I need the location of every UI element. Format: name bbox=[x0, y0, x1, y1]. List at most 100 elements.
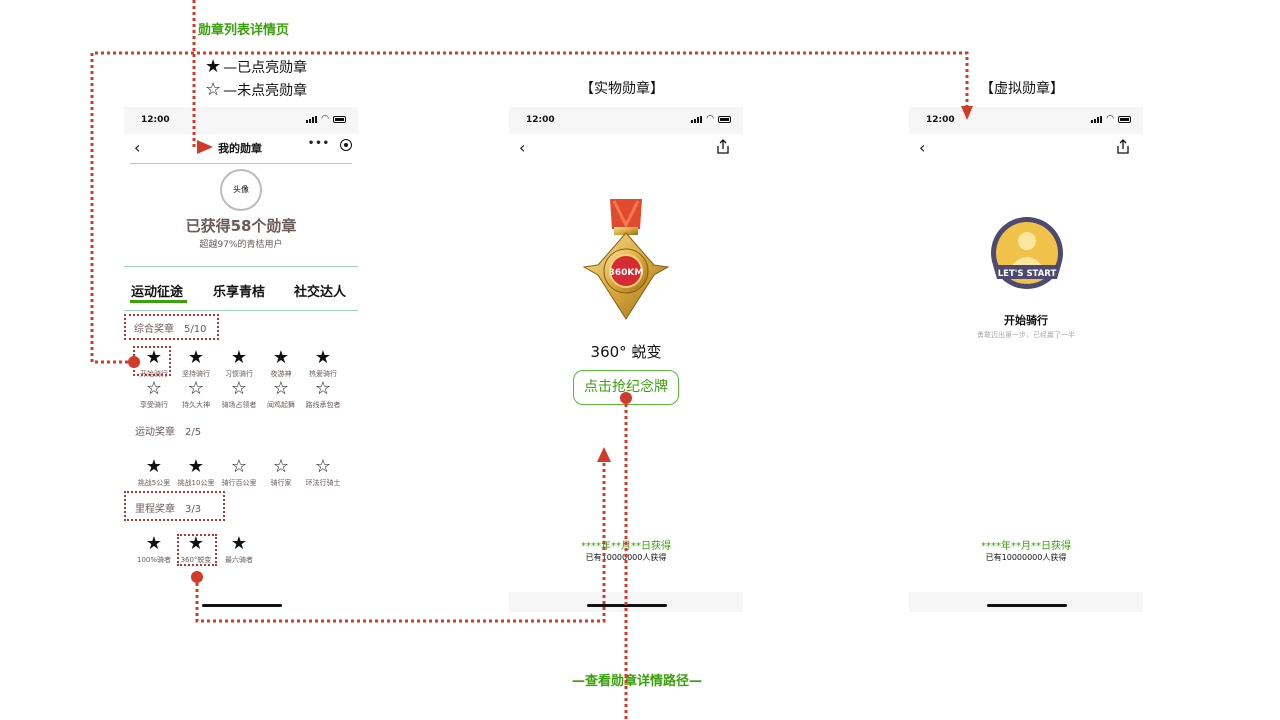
rank-text: 超越97%的青桔用户 bbox=[199, 240, 283, 250]
filled-star-icon: ★ bbox=[314, 347, 332, 368]
earned-count: 已有10000000人获得 bbox=[585, 553, 667, 562]
filled-star-icon: ★ bbox=[230, 533, 248, 554]
legend-unlit: ☆—未点亮勋章 bbox=[205, 79, 307, 100]
group-label-mileage: 里程奖章 3/3 bbox=[135, 504, 202, 515]
legend-lit-text: —已点亮勋章 bbox=[223, 60, 308, 76]
home-indicator bbox=[202, 604, 282, 607]
badge-item[interactable]: ★挑战5公里 bbox=[132, 458, 176, 488]
outline-star-icon: ☆ bbox=[314, 378, 332, 399]
badge-item[interactable]: ☆路线承包者 bbox=[301, 380, 345, 410]
badge-text: LET'S START bbox=[998, 269, 1057, 279]
claim-medal-button[interactable]: 点击抢纪念牌 bbox=[573, 370, 679, 405]
footer-bar bbox=[509, 592, 743, 612]
badge-name: 挑战5公里 bbox=[137, 479, 171, 487]
outline-star-icon: ☆ bbox=[272, 378, 290, 399]
medal-name: 360° 蜕变 bbox=[590, 343, 662, 361]
status-time: 12:00 bbox=[926, 115, 955, 125]
physical-medal-label: 【实物勋章】 bbox=[580, 81, 664, 97]
wifi-icon: ◠ bbox=[706, 114, 714, 124]
share-icon[interactable] bbox=[1115, 139, 1131, 159]
earned-date: ****年**月**日获得 bbox=[581, 541, 671, 552]
wifi-icon: ◠ bbox=[321, 114, 329, 124]
status-bar: 12:00 ◠ bbox=[124, 107, 358, 134]
badge-name: 享受骑行 bbox=[140, 401, 168, 409]
badge-name: 骑行家 bbox=[270, 479, 292, 487]
detail-path-label: —查看勋章详情路径— bbox=[572, 674, 703, 689]
highlight-mileage-group bbox=[124, 491, 225, 521]
badge-item[interactable]: ★夜游神 bbox=[259, 349, 303, 379]
group-label-sport: 运动奖章 2/5 bbox=[135, 427, 202, 438]
badge-item[interactable]: ★坚持骑行 bbox=[174, 349, 218, 379]
back-chevron-icon[interactable]: ‹ bbox=[519, 138, 526, 157]
badge-item[interactable]: ☆环法行骑士 bbox=[301, 458, 345, 488]
signal-icon bbox=[691, 116, 703, 123]
virtual-medal-screen: 12:00 ◠ ‹ LET'S START DAY 1 开始骑行 勇敢迈出第一步… bbox=[909, 107, 1143, 612]
outline-star-icon: ☆ bbox=[187, 378, 205, 399]
close-target-icon[interactable] bbox=[340, 139, 352, 151]
highlight-general-group bbox=[124, 314, 219, 340]
filled-star-icon: ★ bbox=[145, 533, 163, 554]
virtual-medal-label: 【虚拟勋章】 bbox=[980, 81, 1064, 97]
outline-star-icon: ☆ bbox=[230, 378, 248, 399]
legend-lit: ★—已点亮勋章 bbox=[205, 56, 307, 77]
status-bar: 12:00 ◠ bbox=[909, 107, 1143, 134]
divider bbox=[130, 163, 352, 164]
badge-item[interactable]: ☆ 骑场占领者 bbox=[217, 380, 261, 410]
badge-name: 100%骑者 bbox=[136, 556, 171, 564]
tab-enjoy[interactable]: 乐享青桔 bbox=[213, 285, 266, 300]
badge-item[interactable]: ★ 热爱骑行 bbox=[301, 349, 345, 379]
tab-active-indicator bbox=[130, 300, 187, 303]
filled-star-icon: ★ bbox=[187, 456, 205, 477]
tab-social[interactable]: 社交达人 bbox=[294, 285, 347, 300]
badge-name: 热爱骑行 bbox=[309, 370, 337, 378]
nav-bar: ‹ bbox=[909, 134, 1143, 161]
legend-unlit-text: —未点亮勋章 bbox=[223, 83, 308, 99]
home-indicator bbox=[987, 604, 1067, 607]
back-chevron-icon[interactable]: ‹ bbox=[919, 138, 926, 157]
badge-item[interactable]: ☆ 骑行家 bbox=[259, 458, 303, 488]
medal-text: 360KM bbox=[609, 268, 644, 278]
badge-item[interactable]: ☆ 享受骑行 bbox=[132, 380, 176, 410]
battery-icon bbox=[718, 116, 731, 123]
badge-item[interactable]: ★ 挑战10公里 bbox=[174, 458, 218, 488]
more-icon[interactable]: ••• bbox=[307, 138, 330, 149]
badge-name: 环法行骑士 bbox=[305, 479, 341, 487]
status-time: 12:00 bbox=[526, 115, 555, 125]
wifi-icon: ◠ bbox=[1106, 114, 1114, 124]
virtual-badge-image: LET'S START DAY 1 bbox=[989, 215, 1065, 299]
badge-name: 骑行百公里 bbox=[221, 479, 257, 487]
filled-star-icon: ★ bbox=[205, 56, 222, 77]
tab-sport[interactable]: 运动征途 bbox=[131, 285, 184, 300]
physical-medal-screen: 12:00 ◠ ‹ 360KM 360° 蜕变 bbox=[509, 107, 743, 612]
signal-icon bbox=[1091, 116, 1103, 123]
status-icons: ◠ bbox=[691, 115, 731, 124]
status-icons: ◠ bbox=[1091, 115, 1131, 124]
badge-item[interactable]: ☆ 闻鸡起舞 bbox=[259, 380, 303, 410]
badge-name: 闻鸡起舞 bbox=[267, 401, 295, 409]
badge-item[interactable]: ★最六骑者 bbox=[217, 535, 261, 565]
status-icons: ◠ bbox=[306, 115, 346, 124]
badge-name: 骑场占领者 bbox=[221, 401, 257, 409]
badge-item[interactable]: ☆持久大神 bbox=[174, 380, 218, 410]
badge-description: 勇敢迈出第一步，已经赢了一半 bbox=[977, 331, 1075, 339]
home-indicator bbox=[587, 604, 667, 607]
back-chevron-icon[interactable]: ‹ bbox=[134, 138, 141, 157]
share-icon[interactable] bbox=[715, 139, 731, 159]
earned-count: 已获得58个勋章 bbox=[185, 217, 297, 235]
badge-name: 挑战10公里 bbox=[177, 479, 215, 487]
outline-star-icon: ☆ bbox=[145, 378, 163, 399]
status-time: 12:00 bbox=[141, 115, 170, 125]
page-title: 我的勋章 bbox=[218, 142, 262, 155]
badge-item[interactable]: ★习惯骑行 bbox=[217, 349, 261, 379]
outline-star-icon: ☆ bbox=[230, 456, 248, 477]
badge-name: 夜游神 bbox=[270, 370, 292, 378]
avatar[interactable]: 头像 bbox=[220, 169, 262, 211]
badge-item[interactable]: ☆ 骑行百公里 bbox=[217, 458, 261, 488]
badge-subtext: DAY 1 bbox=[1021, 283, 1033, 288]
outline-star-icon: ☆ bbox=[205, 79, 222, 100]
filled-star-icon: ★ bbox=[187, 347, 205, 368]
badge-item[interactable]: ★ 100%骑者 bbox=[132, 535, 176, 565]
signal-icon bbox=[306, 116, 318, 123]
outline-star-icon: ☆ bbox=[272, 456, 290, 477]
nav-bar: ‹ 我的勋章 ••• bbox=[124, 134, 358, 161]
